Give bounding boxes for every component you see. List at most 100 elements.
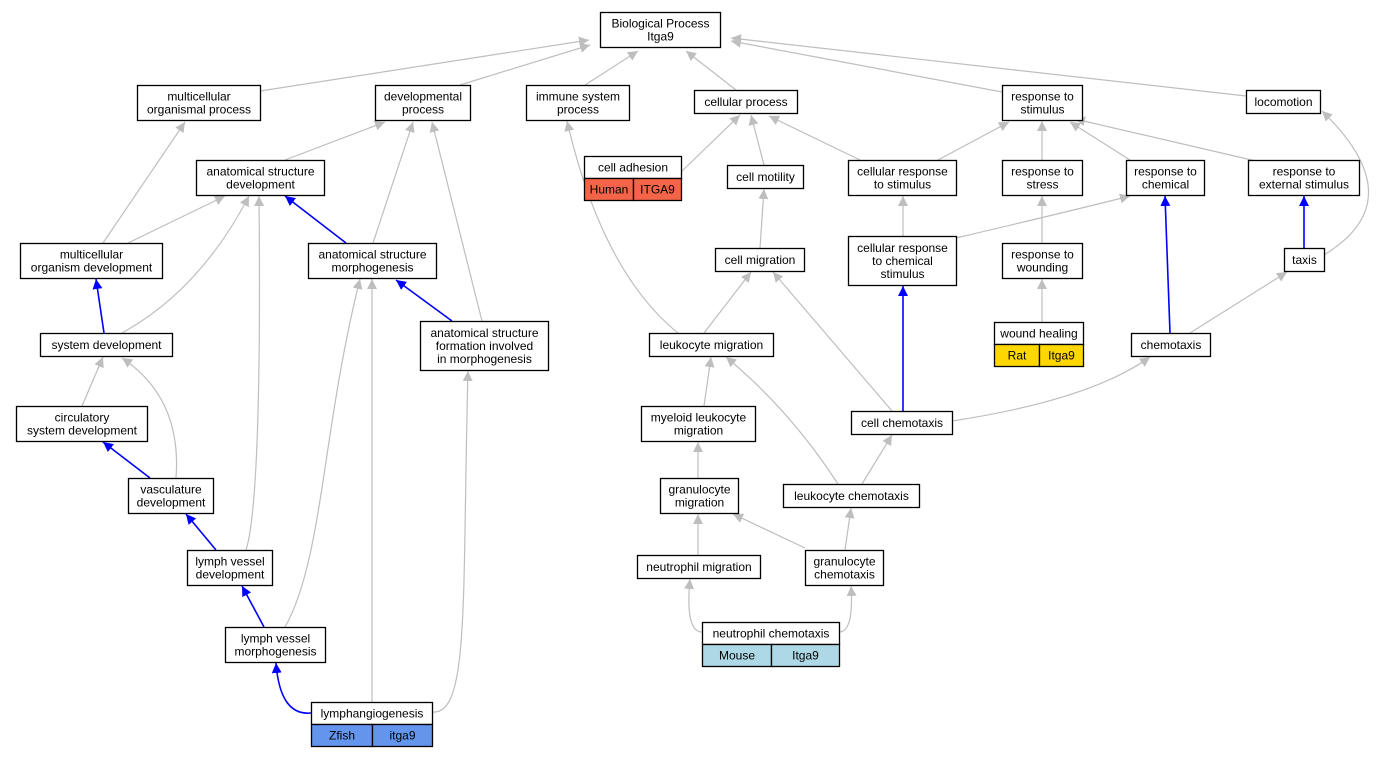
node-cmot[interactable]: cell motility <box>726 164 805 190</box>
node-label-line: developmental <box>384 90 462 104</box>
node-label-line: anatomical structure <box>430 326 538 340</box>
node-taxis[interactable]: taxis <box>1283 247 1326 273</box>
node-box <box>1283 247 1326 273</box>
node-label-line: response to <box>1011 165 1074 179</box>
edge-vasc-to-circ <box>102 441 151 479</box>
node-label-line: Biological Process <box>611 17 709 31</box>
gene-cell <box>770 643 841 668</box>
node-label-line: process <box>402 103 444 117</box>
node-label-line: migration <box>674 424 723 438</box>
node-loco[interactable]: locomotion <box>1245 89 1322 115</box>
edges-layer <box>81 34 1369 714</box>
gene-cell-label: Itga9 <box>1048 349 1075 363</box>
node-label-line: development <box>196 568 265 582</box>
edge-nchemo-to-gchemo <box>838 585 857 633</box>
edge-lmig-to-imm <box>564 120 688 341</box>
node-box <box>419 320 550 372</box>
node-label-line: chemotaxis <box>1141 338 1202 352</box>
gene-cell-label: itga9 <box>389 729 415 743</box>
node-label-line: Itga9 <box>647 30 674 44</box>
edge-sysdev-to-asd <box>121 195 250 334</box>
node-label-line: neutrophil migration <box>646 560 751 574</box>
edge-adh-to-cellp <box>680 114 741 173</box>
node-label-line: in morphogenesis <box>437 352 532 366</box>
edge-cmot-to-cellp <box>748 114 765 166</box>
node-cchemo[interactable]: cell chemotaxis <box>850 410 954 436</box>
edge-vasc-to-sysdev <box>121 357 178 479</box>
edge-cchemo-to-cmig <box>772 271 893 412</box>
node-sysdev[interactable]: system development <box>39 332 174 358</box>
node-label-line: process <box>557 103 599 117</box>
node-label-line: development <box>137 496 206 510</box>
node-box <box>648 332 775 358</box>
edge-nchemo-to-nmig <box>684 578 703 633</box>
node-label-line: anatomical structure <box>318 248 426 262</box>
node-cellp[interactable]: cellular process <box>693 89 799 115</box>
edge-chemo-to-taxis <box>1189 271 1288 334</box>
node-box <box>1245 89 1322 115</box>
edge-cmig-to-cmot <box>758 188 769 249</box>
node-box <box>659 477 740 515</box>
node-label-line: to stimulus <box>874 178 931 192</box>
node-lchemo[interactable]: leukocyte chemotaxis <box>782 483 921 509</box>
species-cell-label: Rat <box>1008 349 1027 363</box>
node-label-line: granulocyte <box>813 555 875 569</box>
edge-lvd-to-vasc <box>185 513 217 551</box>
species-cell-label: Mouse <box>719 649 755 663</box>
edge-asm-to-asd <box>284 195 347 244</box>
node-box <box>224 626 327 664</box>
edge-rchem-to-resp <box>1069 121 1131 161</box>
gene-cell-label: Itga9 <box>792 649 819 663</box>
node-label-line: vasculature <box>140 483 202 497</box>
node-label-line: external stimulus <box>1259 178 1349 192</box>
edge-mod-to-mop <box>102 121 186 244</box>
edge-cchemo-to-chemo <box>951 356 1151 422</box>
node-label-line: neutrophil chemotaxis <box>713 627 830 641</box>
node-cmig[interactable]: cell migration <box>714 247 806 273</box>
species-cell-label: Zfish <box>329 729 355 743</box>
edge-lchemo-to-cchemo <box>861 434 893 485</box>
node-label-line: lymphangiogenesis <box>321 707 424 721</box>
node-lmig[interactable]: leukocyte migration <box>648 332 775 358</box>
node-label-line: morphogenesis <box>331 261 413 275</box>
node-label-line: lymph vessel <box>241 632 310 646</box>
node-label-line: development <box>226 178 295 192</box>
edge-imm-to-bp <box>584 50 639 86</box>
node-label-line: wounding <box>1016 261 1068 275</box>
node-label-line: system development <box>27 424 138 438</box>
edge-cellp-to-bp <box>685 50 737 91</box>
edge-lvm-to-asm <box>284 278 363 628</box>
node-label-line: chemical <box>1142 178 1189 192</box>
node-chemo[interactable]: chemotaxis <box>1130 332 1212 358</box>
node-nmig[interactable]: neutrophil migration <box>636 554 762 580</box>
edge-crcs-to-rchem <box>955 193 1131 239</box>
node-box <box>850 410 954 436</box>
